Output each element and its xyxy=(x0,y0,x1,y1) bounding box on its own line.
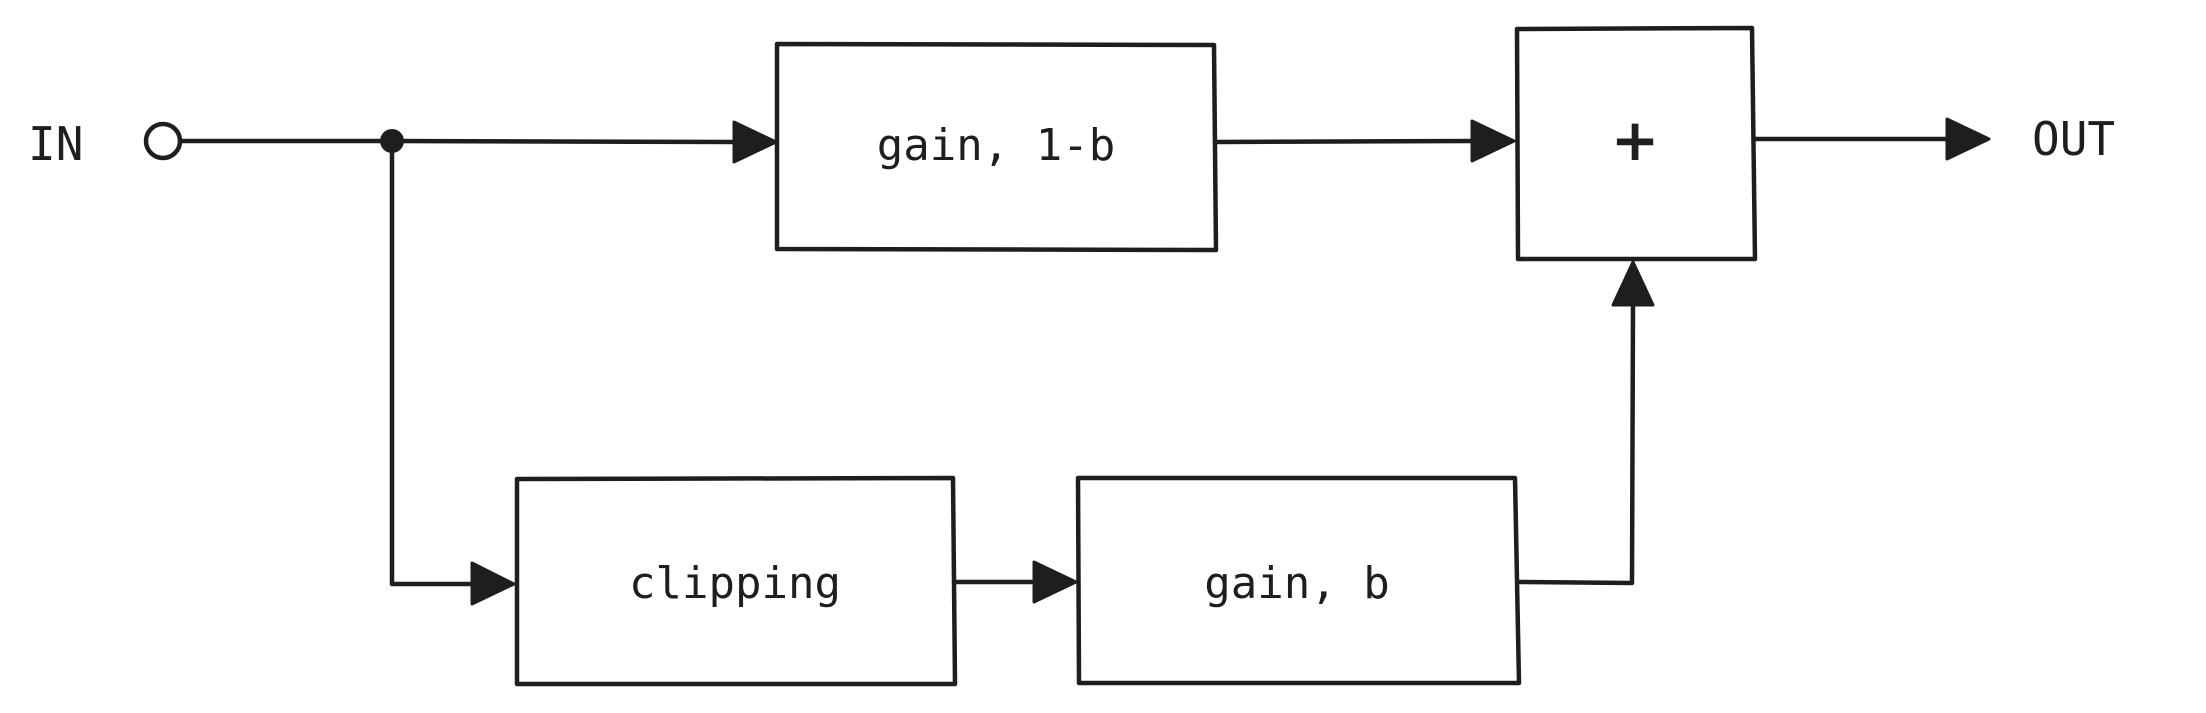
arrow-into-out xyxy=(1945,117,1991,161)
arrow-into-sum xyxy=(1470,119,1516,163)
input-label: IN xyxy=(28,117,83,171)
block-gain-top: gain, 1-b xyxy=(774,41,1219,253)
block-sum-label: + xyxy=(1611,106,1660,174)
wire-gain-bottom-to-sum xyxy=(1515,300,1636,586)
block-clipping-label: clipping xyxy=(629,558,841,609)
block-clipping: clipping xyxy=(514,475,958,687)
arrow-up-into-sum xyxy=(1611,260,1655,307)
input-terminal xyxy=(143,121,183,161)
block-gain-top-label: gain, 1-b xyxy=(877,120,1115,171)
block-sum: + xyxy=(1514,25,1758,262)
block-gain-bottom-label: gain, b xyxy=(1204,558,1389,609)
wire-junction-to-clipping xyxy=(389,138,475,587)
block-gain-bottom: gain, b xyxy=(1075,475,1522,686)
arrow-into-clipping xyxy=(470,561,516,606)
arrow-into-gain-bottom xyxy=(1032,560,1078,604)
wire-gain-top-to-sum xyxy=(1214,138,1476,145)
arrow-into-gain-top xyxy=(732,120,778,164)
wire-junction-to-gain-top xyxy=(389,138,738,145)
output-label: OUT xyxy=(2032,112,2115,166)
